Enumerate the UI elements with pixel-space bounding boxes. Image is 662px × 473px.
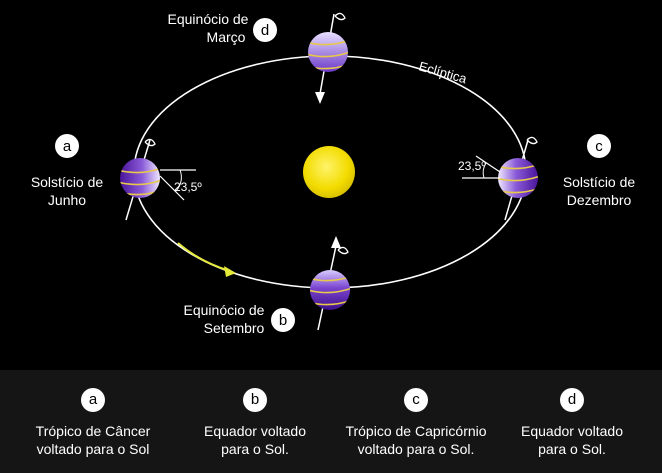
legend-item-c: c Trópico de Capricórnio voltado para o … bbox=[336, 388, 496, 458]
legend-panel: a Trópico de Câncer voltado para o Sol b… bbox=[0, 370, 662, 473]
label-june-line2: Junho bbox=[48, 192, 86, 208]
legend-text-c-line1: Trópico de Capricórnio bbox=[345, 423, 487, 439]
label-march-line2: Março bbox=[207, 29, 246, 45]
legend-text-d-line1: Equador voltado bbox=[521, 423, 623, 439]
legend-item-b: b Equador voltado para o Sol. bbox=[175, 388, 335, 458]
angle-label-december: 23,5º bbox=[458, 159, 486, 173]
svg-text:a: a bbox=[63, 138, 72, 155]
label-december-line2: Dezembro bbox=[567, 192, 632, 208]
orbit-direction-arrow bbox=[177, 242, 231, 272]
earth-december bbox=[462, 136, 538, 221]
badge-d: d bbox=[253, 18, 277, 42]
earth-september bbox=[310, 236, 350, 331]
sun bbox=[303, 146, 355, 198]
legend-text-a-line1: Trópico de Câncer bbox=[35, 423, 151, 439]
label-december-line1: Solstício de bbox=[563, 174, 636, 190]
legend-item-d: d Equador voltado para o Sol. bbox=[492, 388, 652, 458]
legend-badge-c: c bbox=[404, 388, 428, 412]
badge-c: c bbox=[587, 134, 611, 158]
legend-item-a: a Trópico de Câncer voltado para o Sol bbox=[13, 388, 173, 458]
legend-badge-b: b bbox=[243, 388, 267, 412]
legend-text-b-line2: para o Sol. bbox=[221, 441, 289, 457]
svg-text:b: b bbox=[279, 312, 287, 329]
earth-june bbox=[120, 138, 196, 221]
svg-text:d: d bbox=[261, 22, 269, 39]
legend-text-d-line2: para o Sol. bbox=[538, 441, 606, 457]
label-september-line1: Equinócio de bbox=[184, 302, 265, 318]
orbit-diagram: Eclíptica 23,5º 23,5º bbox=[30, 11, 636, 336]
legend-badge-d: d bbox=[560, 388, 584, 412]
legend-text-b-line1: Equador voltado bbox=[204, 423, 306, 439]
earth-march bbox=[308, 12, 348, 104]
legend-text-a-line2: voltado para o Sol bbox=[36, 441, 150, 457]
badge-b: b bbox=[271, 308, 295, 332]
label-june-line1: Solstício de bbox=[31, 174, 104, 190]
label-september-line2: Setembro bbox=[204, 320, 265, 336]
angle-label-june: 23,5º bbox=[174, 180, 202, 194]
arrow-head-icon bbox=[224, 266, 236, 277]
legend-text-c-line2: voltado para o Sol. bbox=[357, 441, 475, 457]
ecliptic-label: Eclíptica bbox=[417, 58, 469, 86]
label-march-line1: Equinócio de bbox=[168, 11, 249, 27]
badge-a: a bbox=[55, 134, 79, 158]
svg-text:c: c bbox=[595, 138, 603, 155]
legend-badge-a: a bbox=[81, 388, 105, 412]
